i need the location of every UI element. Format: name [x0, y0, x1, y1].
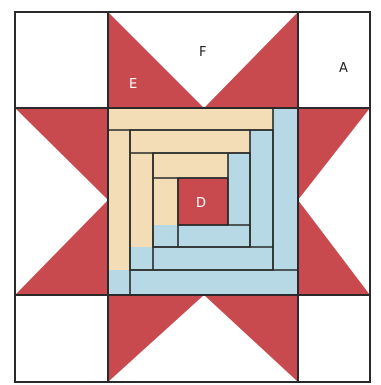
- blue-log-mid-bottom: [130, 247, 273, 270]
- label-e: E: [129, 77, 137, 92]
- label-d: D: [196, 196, 206, 211]
- label-f: F: [199, 45, 206, 60]
- blue-log-outer-right: [273, 108, 298, 295]
- blue-log-outer-bottom: [108, 270, 298, 295]
- label-a: A: [339, 61, 348, 76]
- blue-log-inner-bottom: [153, 225, 250, 247]
